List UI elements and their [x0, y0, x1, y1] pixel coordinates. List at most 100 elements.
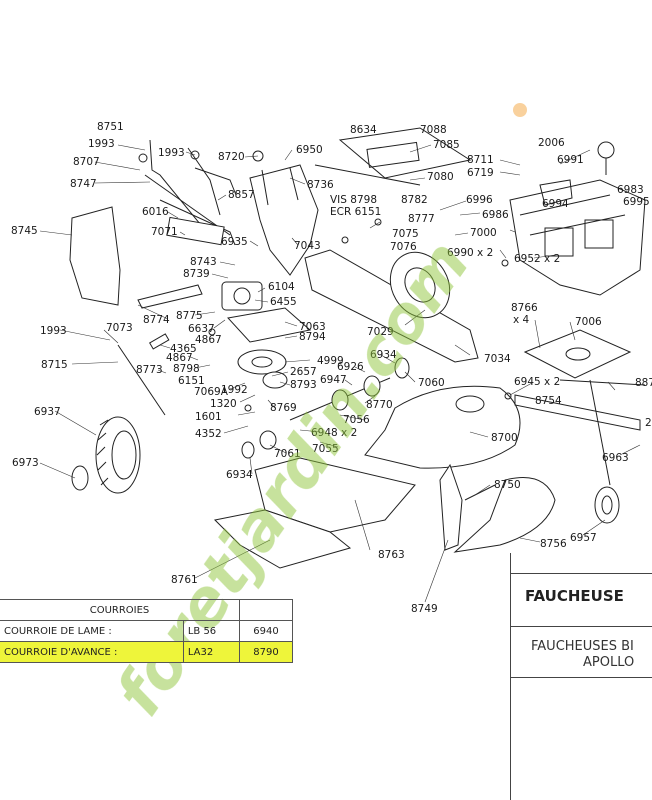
part-label: 8770	[366, 399, 393, 411]
part-label: 8766	[511, 302, 538, 314]
part-label: 7076	[390, 241, 417, 253]
belt-row: COURROIE DE LAME : LB 56 6940	[0, 620, 293, 642]
part-label: 1993	[40, 325, 67, 337]
part-label: 7060	[418, 377, 445, 389]
part-label: 8775	[176, 310, 203, 322]
belts-header: COURROIES	[0, 599, 240, 621]
part-label: 8773	[136, 364, 163, 376]
part-label: 4352	[195, 428, 222, 440]
part-label: 1993	[158, 147, 185, 159]
part-label: 1992	[221, 384, 248, 396]
part-label: 4867	[166, 352, 193, 364]
watermark-dot	[513, 103, 527, 117]
belt-ref: LB 56	[182, 620, 241, 642]
belt-ref: LA32	[182, 641, 241, 663]
part-label: 8750	[494, 479, 521, 491]
belt-code: 6940	[239, 620, 293, 642]
drawing-subtitle-line1: FAUCHEUSES BI	[531, 639, 634, 654]
part-label: 6926	[337, 361, 364, 373]
part-label: 6637	[188, 323, 215, 335]
part-label: 7080	[427, 171, 454, 183]
part-label: 7029	[367, 326, 394, 338]
part-label: VIS 8798	[330, 194, 377, 206]
part-label: 4365	[170, 343, 197, 355]
part-label: 7071	[151, 226, 178, 238]
part-label: 6455	[270, 296, 297, 308]
belt-code: 8790	[239, 641, 293, 663]
part-label: 6957	[570, 532, 597, 544]
title-divider	[511, 677, 652, 678]
part-label: 4999	[317, 355, 344, 367]
part-label: 2657	[290, 366, 317, 378]
part-label: 6151	[178, 375, 205, 387]
part-label: 8761	[171, 574, 198, 586]
part-label: 8720	[218, 151, 245, 163]
leader-lines	[39, 144, 641, 603]
belts-table: COURROIES COURROIE DE LAME : LB 56 6940 …	[0, 599, 293, 663]
part-label: 6983	[617, 184, 644, 196]
part-label: x 4	[513, 314, 530, 326]
parts-drawing	[69, 127, 646, 569]
part-label: 7043	[294, 240, 321, 252]
part-label: 8736	[307, 179, 334, 191]
part-label: 8769	[270, 402, 297, 414]
part-label: 7085	[433, 139, 460, 151]
part-label: 1320	[210, 398, 237, 410]
part-label: 8774	[143, 314, 170, 326]
part-label: 1993	[88, 138, 115, 150]
part-label: 8763	[378, 549, 405, 561]
belt-name: COURROIE D'AVANCE :	[0, 641, 184, 663]
part-label: ECR 6151	[330, 206, 381, 218]
part-label: 6948 x 2	[311, 427, 357, 439]
part-label: 8634	[350, 124, 377, 136]
part-label: 6963	[602, 452, 629, 464]
part-label: 6935	[221, 236, 248, 248]
belt-name: COURROIE DE LAME :	[0, 620, 184, 642]
part-label: 6934	[370, 349, 397, 361]
part-labels: 8751 1993 8707 8747 1993 8720 6950 8634 …	[11, 121, 652, 615]
part-label: 6016	[142, 206, 169, 218]
part-label: 6986	[482, 209, 509, 221]
part-label: 8756	[540, 538, 567, 550]
part-label: 8743	[190, 256, 217, 268]
title-box	[511, 573, 652, 627]
drawing-title: FAUCHEUSE	[525, 587, 624, 605]
part-label: 8745	[11, 225, 38, 237]
part-label: 7034	[484, 353, 511, 365]
part-label: 8793	[290, 379, 317, 391]
part-label: 8754	[535, 395, 562, 407]
part-label: 7073	[106, 322, 133, 334]
part-label: 8782	[401, 194, 428, 206]
part-label: 8857	[228, 189, 255, 201]
part-label: 8700	[491, 432, 518, 444]
part-label: 6973	[12, 457, 39, 469]
part-label: 6995	[623, 196, 650, 208]
part-label: 8739	[183, 268, 210, 280]
belts-header-empty	[239, 599, 293, 621]
part-label: 8747	[70, 178, 97, 190]
part-label: 7063	[299, 321, 326, 333]
part-label: 7006	[575, 316, 602, 328]
part-label: 6947	[320, 374, 347, 386]
part-label: 7061	[274, 448, 301, 460]
part-label: 6996	[466, 194, 493, 206]
drawing-subtitle-line2: APOLLO	[583, 655, 635, 670]
belt-row-highlighted: COURROIE D'AVANCE : LA32 8790	[0, 641, 293, 663]
part-label: 8715	[41, 359, 68, 371]
part-label: 4867	[195, 334, 222, 346]
part-label: 1601	[195, 411, 222, 423]
part-label: 7055	[312, 443, 339, 455]
belts-header-row: COURROIES	[0, 599, 293, 621]
part-label: 6934	[226, 469, 253, 481]
part-label: 7075	[392, 228, 419, 240]
part-label: 8794	[299, 331, 326, 343]
part-label: 6937	[34, 406, 61, 418]
part-label: 7088	[420, 124, 447, 136]
part-label: 6952 x 2	[514, 253, 560, 265]
part-label: 7056	[343, 414, 370, 426]
part-label: 7000	[470, 227, 497, 239]
part-label: 8798	[173, 363, 200, 375]
part-label: 6994	[542, 198, 569, 210]
part-label: 8777	[408, 213, 435, 225]
